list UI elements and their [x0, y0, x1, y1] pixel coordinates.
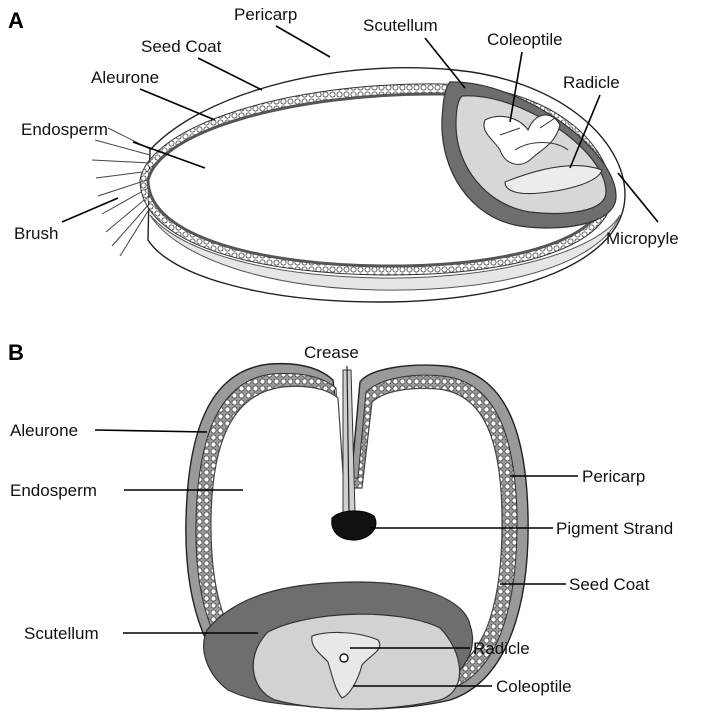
label-endosperm-b: Endosperm	[10, 481, 97, 500]
radicle-a-shape	[504, 165, 603, 195]
grain-a-pericarp-lower	[149, 214, 621, 291]
label-aleurone-b: Aleurone	[10, 421, 78, 440]
coleoptile-b-shape	[311, 632, 381, 699]
leader-lines-b	[94, 429, 578, 687]
label-seed-coat-b: Seed Coat	[569, 575, 650, 594]
label-scutellum-a: Scutellum	[363, 16, 438, 35]
label-seed-coat-a: Seed Coat	[141, 37, 222, 56]
label-aleurone-a: Aleurone	[91, 68, 159, 87]
label-pericarp-b: Pericarp	[582, 467, 645, 486]
label-coleoptile-a: Coleoptile	[487, 30, 563, 49]
panel-a-letter: A	[8, 8, 24, 33]
label-crease-b: Crease	[304, 343, 359, 362]
label-endosperm-a: Endosperm	[21, 120, 108, 139]
label-brush-a: Brush	[14, 224, 58, 243]
label-pigment-strand-b: Pigment Strand	[556, 519, 673, 538]
label-micropyle-a: Micropyle	[606, 229, 679, 248]
label-radicle-b: Radicle	[473, 639, 530, 658]
pigment-strand	[331, 510, 377, 541]
label-coleoptile-b: Coleoptile	[496, 677, 572, 696]
label-scutellum-b: Scutellum	[24, 624, 99, 643]
panel-b-letter: B	[8, 340, 24, 365]
radicle-b-point	[339, 653, 349, 663]
label-pericarp-a: Pericarp	[234, 5, 297, 24]
panel-a: A	[8, 5, 679, 303]
leader-lines-a	[61, 25, 659, 223]
panel-b: B Crease Aleurone	[8, 340, 673, 710]
crease-line	[346, 365, 350, 513]
embryo-axis-a	[499, 117, 569, 151]
label-radicle-a: Radicle	[563, 73, 620, 92]
